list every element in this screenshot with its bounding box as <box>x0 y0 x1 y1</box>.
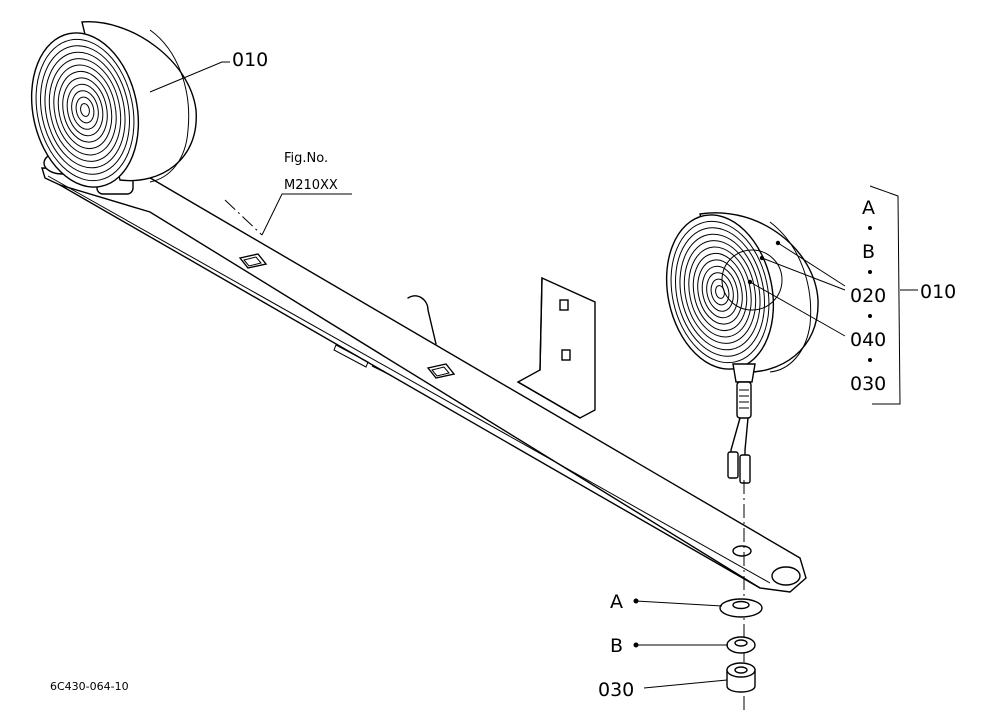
label-kit-b: B <box>862 241 875 263</box>
lens-ring <box>53 64 117 156</box>
lens-ring <box>48 58 122 162</box>
lens-ring <box>80 103 90 117</box>
lens-ring <box>679 233 761 351</box>
lens-ring <box>701 265 739 319</box>
lens-ring <box>675 227 765 357</box>
label-kit-040: 040 <box>850 329 886 351</box>
lens-ring <box>35 38 135 182</box>
washer-a <box>719 598 763 618</box>
lens-ring <box>75 96 95 124</box>
leader-lines <box>149 61 918 689</box>
axis-left <box>224 199 263 236</box>
lens-ring <box>688 246 752 338</box>
lens-ring <box>44 51 126 169</box>
lens-ring <box>66 83 104 137</box>
lens-ring <box>71 90 99 130</box>
label-washer-a: A <box>610 591 623 613</box>
mounting-bracket <box>516 276 596 419</box>
lens-ring <box>40 45 130 175</box>
label-nut: 030 <box>598 679 634 701</box>
label-lamp-left: 010 <box>232 49 268 71</box>
lamp-left <box>30 21 197 195</box>
lens-ring <box>62 77 108 143</box>
label-kit-030: 030 <box>850 373 886 395</box>
label-kit-020: 020 <box>850 285 886 307</box>
drawing-id: 6C430-064-10 <box>50 680 129 693</box>
lens-ring <box>706 272 734 312</box>
lens-ring <box>692 252 748 332</box>
hook-wire <box>407 295 437 345</box>
lens-ring <box>710 278 730 306</box>
figure-ref-line2: M210XX <box>284 178 338 193</box>
label-assembly: 010 <box>920 281 956 303</box>
washer-b <box>726 636 756 654</box>
nut-030 <box>726 662 756 693</box>
lens-ring <box>670 220 770 364</box>
lamp-right <box>665 212 819 484</box>
figure-ref-line1: Fig.No. <box>284 151 328 166</box>
lens-ring <box>57 70 113 150</box>
label-washer-b: B <box>610 635 623 657</box>
lens-ring <box>697 259 743 325</box>
label-kit-a: A <box>862 197 875 219</box>
bracket-bar <box>41 167 807 593</box>
